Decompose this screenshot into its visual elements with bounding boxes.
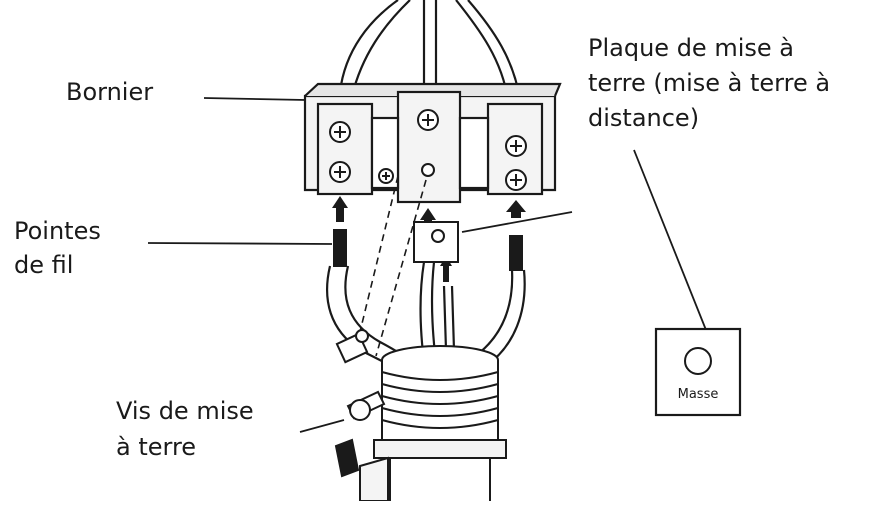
label-ground-screw-line1: Vis de mise: [116, 397, 254, 425]
supply-wires: [338, 0, 522, 101]
label-ground-plate-line1: Plaque de mise à: [588, 34, 794, 62]
remote-ground-plate: Masse: [654, 327, 742, 417]
ground-wire-nut: [335, 329, 369, 364]
label-ground-plate-line3: distance): [588, 104, 700, 132]
ground-screw-shape: [334, 390, 386, 478]
label-wire-tips-line2: de fil: [14, 251, 74, 279]
label-ground-screw-line2: à terre: [116, 433, 197, 461]
ground-plate-small: [413, 221, 459, 263]
leader-lines: [147, 97, 707, 433]
label-ground-plate-line2: terre (mise à terre à: [588, 69, 831, 97]
terminal-screws: [329, 109, 527, 191]
cable-connector: [359, 345, 507, 502]
label-wire-tips-line1: Pointes: [14, 217, 101, 245]
label-terminal-block: Bornier: [66, 78, 154, 106]
ground-dashed-lines: [357, 175, 427, 357]
ground-plate-masse-text: Masse: [678, 387, 719, 402]
